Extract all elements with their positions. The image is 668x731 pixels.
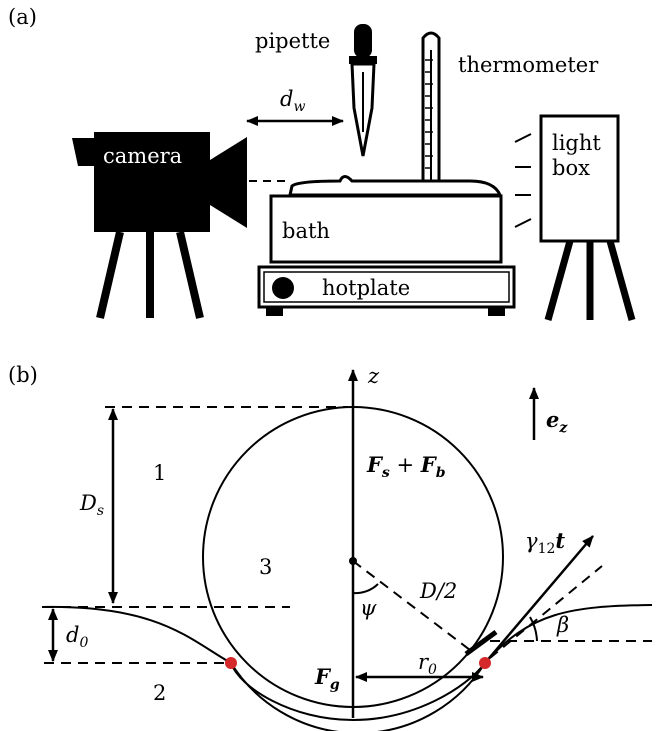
contact-point-right bbox=[479, 657, 491, 669]
distance-dw-label: dw bbox=[280, 87, 305, 115]
psi-arc bbox=[352, 583, 379, 595]
force-down-label: Fg bbox=[314, 664, 340, 693]
psi-label: ψ bbox=[360, 596, 377, 620]
pipette-label: pipette bbox=[255, 29, 330, 53]
d0-label: d0 bbox=[66, 623, 88, 651]
region-3-label: 3 bbox=[259, 555, 272, 579]
r0-label: r0 bbox=[418, 650, 437, 678]
tension-label: γ12t bbox=[525, 528, 565, 557]
pipette-icon bbox=[349, 24, 377, 157]
bath-label: bath bbox=[282, 219, 330, 243]
wetting-film bbox=[230, 662, 486, 722]
Ds-label: Ds bbox=[79, 491, 104, 519]
z-axis-label: z bbox=[367, 364, 380, 388]
light-box-label-1: light bbox=[552, 131, 601, 155]
light-box-label-2: box bbox=[552, 156, 590, 180]
tension-vector bbox=[484, 535, 594, 664]
sphere-outline bbox=[202, 406, 504, 708]
region-1-label: 1 bbox=[153, 461, 166, 485]
beta-arc bbox=[529, 616, 538, 642]
unit-vector-label: ez bbox=[546, 407, 568, 436]
half-diameter-label: D/2 bbox=[419, 579, 457, 603]
camera-icon bbox=[72, 132, 247, 319]
bath-icon bbox=[269, 175, 503, 264]
hotplate-label: hotplate bbox=[322, 276, 410, 300]
region-2-label: 2 bbox=[153, 681, 166, 705]
camera-label: camera bbox=[103, 144, 182, 168]
contact-tick bbox=[464, 629, 498, 657]
liquid-interface bbox=[41, 604, 653, 731]
force-up-label: Fs + Fb bbox=[366, 452, 446, 481]
reference-lines bbox=[44, 406, 652, 664]
beta-label: β bbox=[556, 613, 569, 637]
panel-a-tag: (a) bbox=[8, 5, 37, 29]
panel-b-tag: (b) bbox=[8, 363, 38, 387]
hotplate-icon bbox=[257, 265, 516, 316]
light-box-icon bbox=[514, 114, 636, 321]
thermometer-label: thermometer bbox=[458, 53, 599, 77]
thermometer-icon bbox=[421, 31, 441, 186]
contact-point-left bbox=[225, 657, 237, 669]
